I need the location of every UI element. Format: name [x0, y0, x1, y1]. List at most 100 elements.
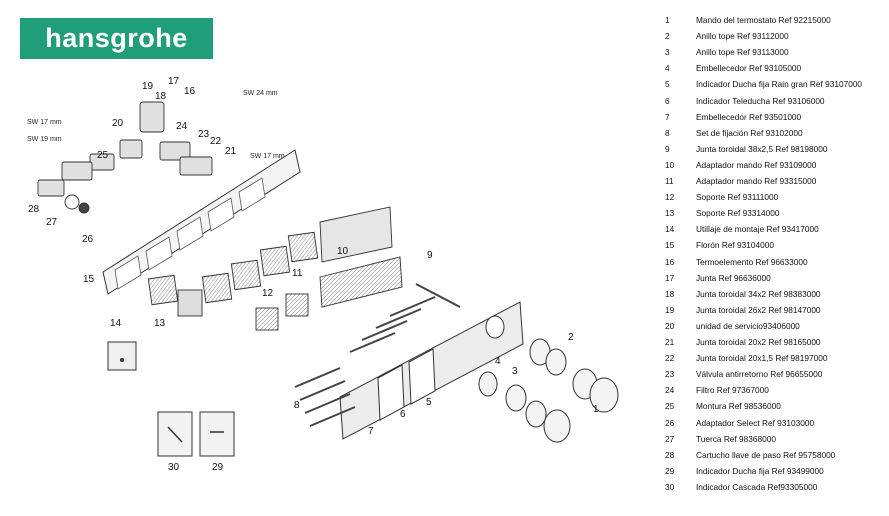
- part-number: 19: [665, 304, 675, 315]
- part-description: Embellecedor Ref 93105000: [696, 63, 802, 74]
- indicator-tiles: [157, 411, 235, 457]
- part-number: 27: [665, 433, 675, 444]
- part-number: 10: [665, 159, 675, 170]
- callout-2: 2: [568, 332, 574, 343]
- part-description: Indicador Ducha fija Rain gran Ref 93107…: [696, 79, 863, 90]
- part-description: Filtro Ref 97367000: [696, 385, 769, 396]
- wrench-label-sw17-left: SW 17 mm: [27, 119, 62, 126]
- part-number: 17: [665, 272, 675, 283]
- callout-numbers: 1 2 3 4 5 6 7 8 9 10 11 12 13 14 15 16 1…: [28, 76, 599, 473]
- callout-15: 15: [83, 274, 95, 285]
- part-description: unidad de servicio93406000: [696, 320, 800, 331]
- callout-25: 25: [97, 150, 109, 161]
- callout-21: 21: [225, 146, 237, 157]
- part-description: Indicador Teleducha Ref 93106000: [696, 95, 825, 106]
- cartridge-assembly: [37, 101, 213, 214]
- callout-12: 12: [262, 288, 274, 299]
- part-description: Termoelemento Ref 96633000: [696, 256, 808, 267]
- callout-4: 4: [495, 356, 501, 367]
- callout-5: 5: [426, 397, 432, 408]
- part-description: Anillo tope Ref 93113000: [696, 47, 789, 58]
- callout-13: 13: [154, 318, 166, 329]
- callout-30: 30: [168, 462, 180, 473]
- part-number: 3: [665, 47, 670, 58]
- part-number: 22: [665, 353, 675, 364]
- callout-26: 26: [82, 234, 94, 245]
- part-description: Mando del termostato Ref 92215000: [696, 15, 831, 25]
- part-number: 30: [665, 481, 675, 492]
- callout-14: 14: [110, 318, 122, 329]
- thermostat-knobs: [478, 338, 619, 443]
- part-number: 1: [665, 15, 670, 25]
- callout-1: 1: [593, 404, 599, 415]
- part-number: 9: [665, 143, 670, 154]
- part-description: Junta toroidal 20x2 Ref 98165000: [696, 337, 821, 347]
- part-description: Montura Ref 98536000: [696, 401, 781, 412]
- part-number: 15: [665, 240, 675, 251]
- part-description: Soporte Ref 93314000: [696, 208, 780, 219]
- wrench-label-sw19: SW 19 mm: [27, 136, 62, 143]
- part-description: Adaptador mando Ref 93315000: [696, 176, 817, 186]
- callout-7: 7: [368, 426, 374, 437]
- callout-3: 3: [512, 366, 518, 377]
- part-number: 16: [665, 256, 675, 267]
- part-description: Adaptador mando Ref 93109000: [696, 159, 817, 170]
- part-description: Junta toroidal 38x2,5 Ref 98198000: [696, 143, 828, 154]
- part-description: Adaptador Select Ref 93103000: [696, 417, 815, 428]
- part-description: Junta toroidal 34x2 Ref 98383000: [696, 288, 821, 299]
- part-number: 12: [665, 192, 675, 203]
- callout-9: 9: [427, 250, 433, 261]
- part-number: 2: [665, 31, 670, 42]
- callout-16: 16: [184, 86, 196, 97]
- callout-29: 29: [212, 462, 224, 473]
- part-number: 29: [665, 465, 675, 476]
- part-number: 13: [665, 208, 675, 219]
- part-description: Junta Ref 96636000: [696, 272, 771, 283]
- part-number: 24: [665, 385, 675, 396]
- part-description: Set de fijación Ref 93102000: [696, 127, 803, 138]
- part-number: 7: [665, 111, 670, 122]
- callout-23: 23: [198, 129, 210, 140]
- part-description: Indicador Ducha fija Ref 93499000: [696, 465, 824, 476]
- callout-10: 10: [337, 246, 349, 257]
- part-number: 14: [665, 224, 675, 235]
- part-description: Utillaje de montaje Ref 93417000: [696, 224, 819, 235]
- callout-6: 6: [400, 409, 406, 420]
- callout-8: 8: [294, 400, 300, 411]
- callout-11: 11: [292, 268, 303, 279]
- callout-19: 19: [142, 81, 154, 92]
- callout-27: 27: [46, 217, 58, 228]
- part-number: 28: [665, 449, 675, 460]
- wrench-label-sw24: SW 24 mm: [243, 90, 278, 97]
- part-number: 8: [665, 127, 670, 138]
- part-description: Cartucho llave de paso Ref 95758000: [696, 449, 836, 460]
- exploded-parts-diagram: SW 24 mm SW 17 mm SW 19 mm SW 17 mm 1 2 …: [27, 76, 619, 473]
- brand-logo-text: hansgrohe: [45, 23, 188, 53]
- callout-20: 20: [112, 118, 124, 129]
- callout-24: 24: [176, 121, 188, 132]
- part-number: 23: [665, 369, 675, 380]
- callout-22: 22: [210, 136, 222, 147]
- part-description: Válvula antirretorno Ref 96655000: [696, 369, 823, 380]
- part-number: 21: [665, 337, 675, 347]
- part-description: Florón Ref 93104000: [696, 240, 774, 251]
- part-number: 4: [665, 63, 670, 74]
- part-description: Embellecedor Ref 93501000: [696, 111, 802, 122]
- cover-plate: [339, 301, 524, 440]
- part-description: Junta toroidal 20x1,5 Ref 98197000: [696, 353, 828, 364]
- part-number: 26: [665, 417, 675, 428]
- callout-17: 17: [168, 76, 180, 87]
- part-number: 18: [665, 288, 675, 299]
- part-number: 20: [665, 320, 675, 331]
- wrench-label-sw17-right: SW 17 mm: [250, 153, 285, 160]
- callout-18: 18: [155, 91, 167, 102]
- support-plates: [147, 206, 403, 331]
- fixing-screws: [294, 283, 461, 427]
- mounting-tool: [107, 341, 137, 371]
- wrench-labels: SW 24 mm SW 17 mm SW 19 mm SW 17 mm: [27, 90, 285, 160]
- part-number: 25: [665, 401, 675, 412]
- part-number: 11: [665, 176, 674, 186]
- part-description: Soporte Ref 93111000: [696, 192, 779, 203]
- part-description: Anillo tope Ref 93112000: [696, 31, 789, 42]
- part-number: 6: [665, 95, 670, 106]
